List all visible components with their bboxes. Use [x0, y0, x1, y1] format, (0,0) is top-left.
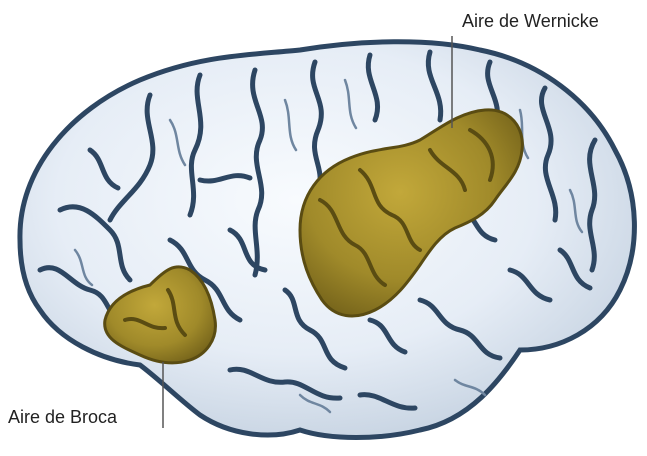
- wernicke-area: [298, 108, 524, 318]
- wernicke-area-label: Aire de Wernicke: [462, 11, 599, 31]
- broca-area-label: Aire de Broca: [8, 407, 118, 427]
- sulci-fine: [73, 78, 584, 414]
- broca-area: [103, 265, 217, 365]
- broca-area-folds: [123, 288, 187, 337]
- wernicke-area-folds: [318, 128, 495, 287]
